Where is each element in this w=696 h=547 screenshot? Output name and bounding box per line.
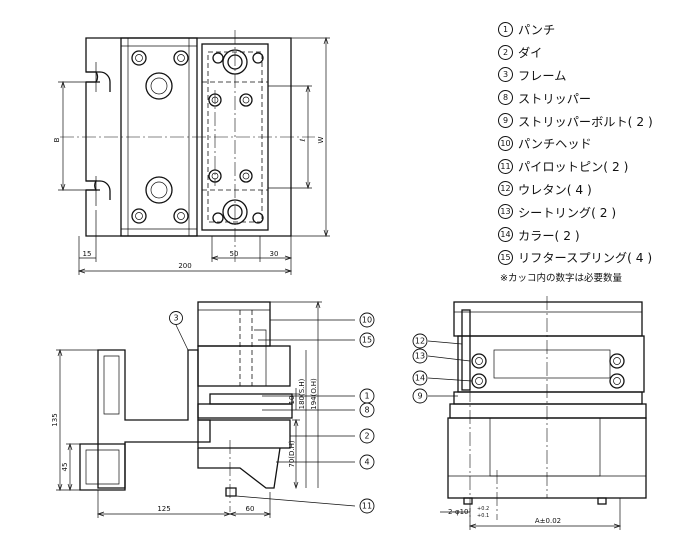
balloon-12: 12 bbox=[412, 333, 428, 349]
svg-text:8: 8 bbox=[364, 406, 369, 415]
balloon-14: 14 bbox=[412, 370, 428, 386]
dim-70dh: 70(D.H) bbox=[288, 440, 296, 468]
balloon-11: 11 bbox=[359, 498, 375, 514]
balloon-13: 13 bbox=[412, 348, 428, 364]
front-view: 135 45 125 60 10 180(S.H) 194(O.H) 70(D.… bbox=[51, 300, 375, 518]
dim-125: 125 bbox=[157, 505, 170, 513]
svg-text:11: 11 bbox=[362, 502, 372, 511]
dim-W: W bbox=[317, 136, 325, 143]
svg-text:10: 10 bbox=[362, 316, 372, 325]
svg-text:12: 12 bbox=[415, 337, 425, 346]
dim-tol-up: +0.2 bbox=[477, 506, 489, 512]
dim-50: 50 bbox=[230, 250, 239, 258]
balloon-2: 2 bbox=[359, 428, 375, 444]
balloon-1: 1 bbox=[359, 388, 375, 404]
dim-135: 135 bbox=[51, 413, 59, 426]
dim-15: 15 bbox=[83, 250, 92, 258]
dim-60: 60 bbox=[246, 505, 255, 513]
svg-text:13: 13 bbox=[415, 352, 425, 361]
side-view: A±0.02 2-φ10 +0.2 +0.1 12 13 14 9 bbox=[412, 296, 647, 530]
svg-text:14: 14 bbox=[415, 374, 425, 383]
balloon-4: 4 bbox=[359, 454, 375, 470]
dim-B: B bbox=[53, 137, 61, 142]
dim-194oh: 194(O.H) bbox=[310, 378, 318, 410]
balloon-9: 9 bbox=[412, 388, 428, 404]
svg-text:2: 2 bbox=[364, 432, 369, 441]
dim-10: 10 bbox=[288, 396, 296, 405]
dim-200: 200 bbox=[178, 262, 191, 270]
balloon-15: 15 bbox=[359, 332, 375, 348]
dim-l: ℓ bbox=[299, 138, 307, 142]
svg-text:4: 4 bbox=[364, 458, 369, 467]
top-view: B ℓ W 15 50 30 200 bbox=[53, 30, 330, 275]
balloon-8: 8 bbox=[359, 402, 375, 418]
dim-phi: 2-φ10 bbox=[448, 508, 469, 516]
dim-30: 30 bbox=[270, 250, 279, 258]
svg-text:15: 15 bbox=[362, 336, 372, 345]
dim-tol-dn: +0.1 bbox=[477, 513, 489, 519]
svg-text:3: 3 bbox=[173, 314, 178, 323]
quantity-note: ※カッコ内の数字は必要数量 bbox=[500, 273, 622, 284]
balloon-3: 3 bbox=[169, 311, 183, 325]
dim-45: 45 bbox=[61, 463, 69, 472]
svg-text:1: 1 bbox=[364, 392, 369, 401]
dim-180sh: 180(S.H) bbox=[298, 378, 306, 409]
dim-A: A±0.02 bbox=[535, 517, 561, 525]
balloon-10: 10 bbox=[359, 312, 375, 328]
svg-text:9: 9 bbox=[417, 392, 422, 401]
